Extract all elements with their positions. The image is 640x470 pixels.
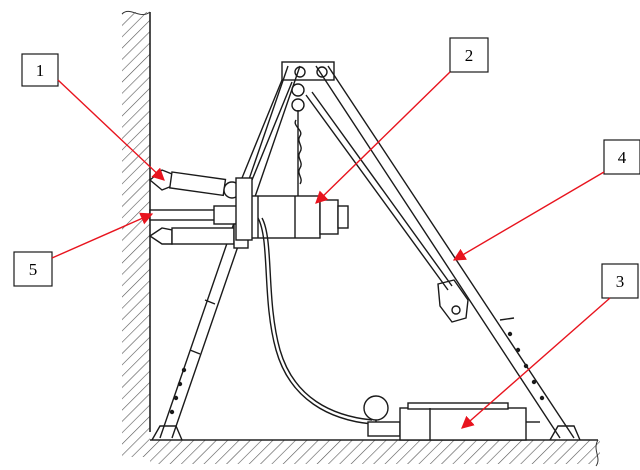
- clamp-assembly: [148, 169, 253, 249]
- callout-4-label: 4: [618, 148, 627, 167]
- callout-4: 4: [452, 139, 640, 261]
- callout-5-label: 5: [29, 260, 38, 279]
- tripod: [151, 61, 581, 441]
- hydraulic-hose: [257, 217, 373, 425]
- callout-2: 2: [315, 37, 489, 204]
- callout-3: 3: [461, 263, 639, 429]
- floor: [150, 439, 600, 467]
- callout-2-label: 2: [465, 46, 474, 65]
- callout-1: 1: [21, 53, 165, 181]
- wall: [121, 10, 151, 457]
- hydraulic-pump: [363, 395, 540, 441]
- callout-1-label: 1: [36, 61, 45, 80]
- callout-5: 5: [13, 212, 154, 287]
- jack-cylinder: [247, 195, 349, 239]
- callout-3-label: 3: [616, 272, 625, 291]
